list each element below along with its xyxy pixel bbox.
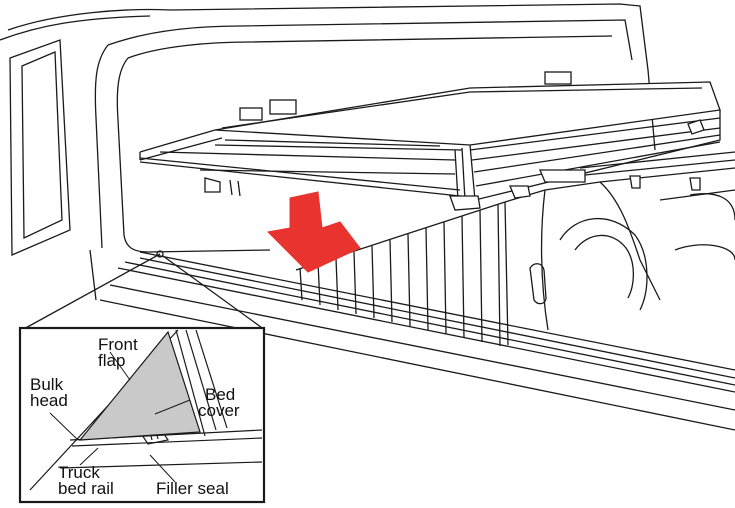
down-right-arrow-icon: [266, 191, 361, 273]
truck-bed: [99, 151, 735, 431]
filler-seal-label: Filler seal: [156, 479, 229, 498]
bed-cover-assembly: [139, 71, 721, 211]
bed-cover-label: Bed cover: [198, 385, 240, 420]
bulk-head-label: Bulk head: [30, 375, 68, 410]
callout-leader: [21, 250, 266, 331]
truck-cab: [0, 3, 656, 301]
front-flap-label: Front flap: [98, 335, 142, 370]
front-flap-shape: [78, 330, 201, 441]
callout-box: Front flap Bulk head Bed cover Truck bed…: [18, 326, 266, 504]
truck-bed-rail-label: Truck bed rail: [58, 463, 114, 498]
